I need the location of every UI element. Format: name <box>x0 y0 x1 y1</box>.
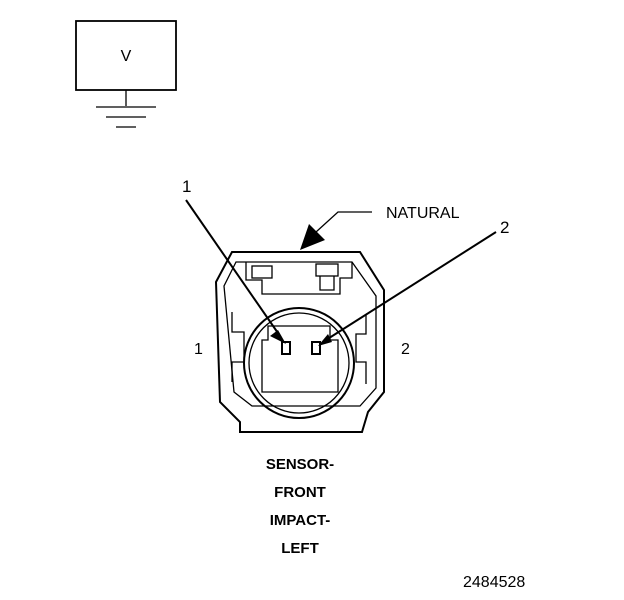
latch <box>245 262 353 295</box>
connector-body <box>214 251 385 433</box>
pin-2-arrowhead <box>318 334 332 346</box>
voltmeter-label: V <box>121 48 132 65</box>
voltmeter-symbol: V <box>75 20 177 128</box>
color-callout-arrowhead <box>300 224 325 250</box>
figure-id: 2484528 <box>463 574 525 591</box>
pin-1-pointer: 1 <box>182 177 286 344</box>
pin-2-pointer: 2 <box>318 218 509 346</box>
pin-2-pointer-label: 2 <box>500 218 509 237</box>
side-label-right: 2 <box>401 341 410 358</box>
color-callout: NATURAL <box>300 205 460 250</box>
right-key <box>355 314 367 384</box>
ground-icon <box>96 106 156 128</box>
voltmeter-box <box>75 20 177 91</box>
terminal-block <box>261 325 339 393</box>
pin-1-pointer-label: 1 <box>182 177 191 196</box>
connector-caption: SENSOR- FRONT IMPACT- LEFT <box>266 456 334 557</box>
terminal-cavity-outer <box>243 307 355 419</box>
pin-1-arrowhead <box>270 330 286 344</box>
color-label: NATURAL <box>386 205 460 222</box>
caption-line: FRONT <box>274 484 326 501</box>
caption-line: SENSOR- <box>266 456 334 473</box>
terminal-cavity-inner <box>248 312 350 414</box>
caption-line: IMPACT- <box>270 512 331 529</box>
pin-1-cavity <box>281 341 291 355</box>
left-key <box>231 312 245 382</box>
caption-line: LEFT <box>281 540 319 557</box>
side-label-left: 1 <box>194 341 203 358</box>
pin-2-cavity <box>311 341 321 355</box>
